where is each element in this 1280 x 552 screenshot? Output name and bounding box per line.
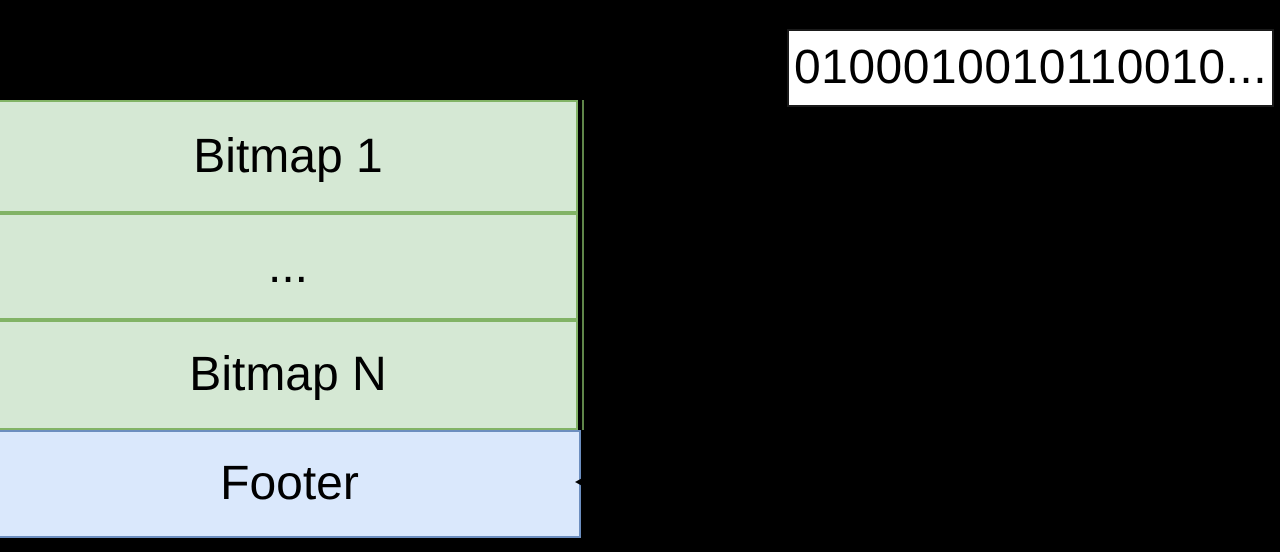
bitmap-1-label: Bitmap 1	[193, 129, 383, 183]
footer-label: Footer	[220, 457, 359, 510]
bitmap-ellipsis-box: ...	[0, 213, 578, 320]
stack-right-edge-line	[582, 100, 584, 430]
binary-string-value: 0100010010110010...	[793, 41, 1268, 94]
bitmap-ellipsis-label: ...	[267, 239, 308, 293]
bitmap-1-box: Bitmap 1	[0, 100, 578, 213]
binary-string-box: 0100010010110010...	[787, 29, 1274, 107]
footer-arrowhead-icon	[575, 476, 586, 488]
bitmap-n-label: Bitmap N	[189, 348, 387, 401]
bitmap-n-box: Bitmap N	[0, 320, 578, 430]
footer-box: Footer	[0, 430, 581, 538]
